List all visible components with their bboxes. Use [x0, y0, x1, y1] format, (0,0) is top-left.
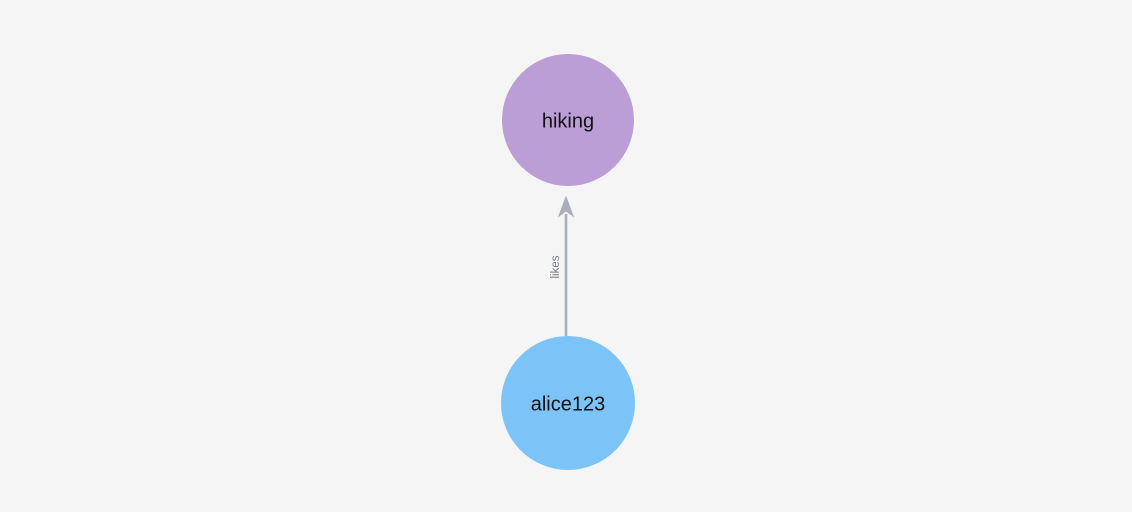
node-circle — [502, 54, 634, 186]
edge-arrowhead-icon — [557, 195, 575, 218]
edge-alice123-likes-hiking[interactable]: likes — [550, 195, 575, 337]
node-hiking[interactable]: hiking — [502, 54, 634, 186]
node-circle — [501, 336, 635, 470]
edge-label: likes — [550, 255, 562, 278]
node-alice123[interactable]: alice123 — [501, 336, 635, 470]
